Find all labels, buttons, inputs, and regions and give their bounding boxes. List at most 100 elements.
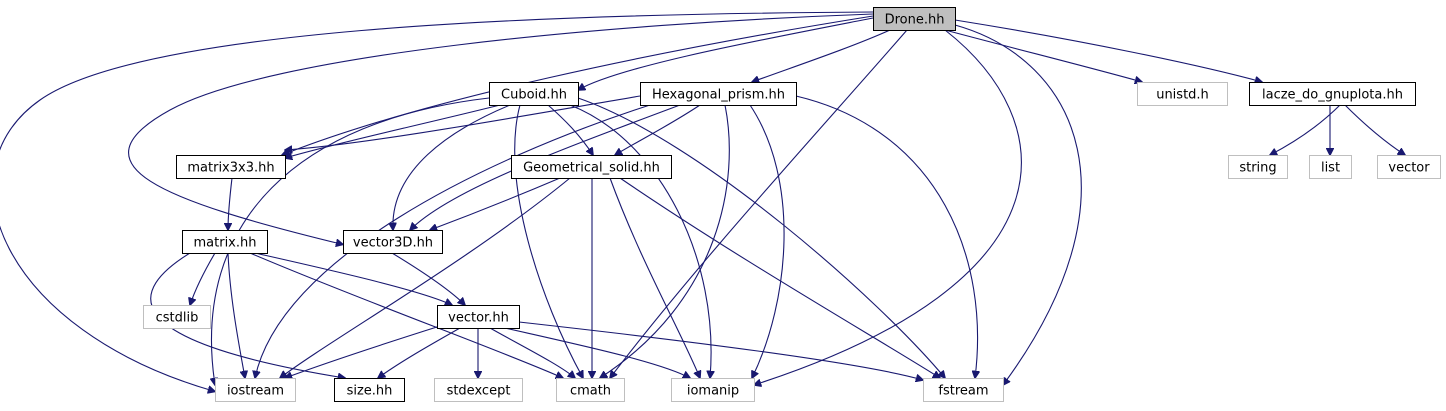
- edge-geomsolid-to-vector3d: [430, 177, 561, 230]
- node-box: [873, 7, 956, 31]
- node-list: list: [1309, 155, 1352, 179]
- node-fstream: fstream: [923, 378, 1004, 402]
- edge-cuboid-to-geomsolid: [547, 104, 593, 155]
- node-string: string: [1228, 155, 1288, 179]
- node-label: list: [1321, 161, 1340, 176]
- node-label: iostream: [227, 384, 284, 399]
- edge-lacze-to-vectorstd: [1344, 104, 1405, 155]
- edge-hexprism-to-iomanip: [749, 104, 785, 378]
- node-label: size.hh: [347, 384, 393, 399]
- node-unistd: unistd.h: [1137, 82, 1228, 106]
- node-box: [215, 378, 296, 402]
- edge-cuboid-to-iostream: [211, 97, 490, 385]
- edge-vectorhh-to-fstream: [518, 321, 923, 380]
- node-lacze[interactable]: lacze_do_gnuplota.hh: [1249, 82, 1416, 106]
- node-vector3d[interactable]: vector3D.hh: [343, 230, 443, 254]
- edge-vectorhh-to-sizehh: [378, 327, 461, 378]
- node-label: Drone.hh: [885, 13, 945, 28]
- node-label: string: [1239, 161, 1276, 176]
- node-vectorstd: vector: [1377, 155, 1441, 179]
- node-label: fstream: [938, 384, 988, 399]
- node-box: [343, 230, 443, 254]
- node-cmath: cmath: [556, 378, 625, 402]
- edge-matrix-to-vectorhh: [254, 252, 452, 305]
- node-geomsolid[interactable]: Geometrical_solid.hh: [511, 155, 672, 179]
- node-box: [1137, 82, 1228, 106]
- node-box: [556, 378, 625, 402]
- node-label: Hexagonal_prism.hh: [652, 88, 785, 103]
- node-cuboid[interactable]: Cuboid.hh: [489, 82, 579, 106]
- edge-hexprism-to-fstream: [795, 95, 978, 378]
- node-box: [437, 305, 520, 329]
- edge-cuboid-to-iomanip: [569, 104, 711, 378]
- edge-matrix-to-iostream: [227, 252, 245, 378]
- edge-hexprism-to-iostream: [255, 104, 651, 378]
- edge-matrix-to-cmath: [249, 252, 563, 378]
- node-label: vector.hh: [448, 311, 509, 326]
- edge-geomsolid-to-iostream: [280, 177, 571, 378]
- node-box: [176, 155, 286, 179]
- edge-vector3d-to-vectorhh: [391, 252, 465, 305]
- node-box: [511, 155, 672, 179]
- node-vectorhh[interactable]: vector.hh: [437, 305, 520, 329]
- node-box: [489, 82, 579, 106]
- node-label: matrix.hh: [194, 236, 257, 251]
- node-label: stdexcept: [447, 384, 511, 399]
- edge-drone-to-matrix3x3: [282, 15, 874, 155]
- edge-cuboid-to-fstream: [577, 97, 945, 378]
- node-box: [1249, 82, 1416, 106]
- node-box: [143, 305, 211, 329]
- edge-cuboid-to-cmath: [514, 104, 583, 378]
- node-box: [1377, 155, 1441, 179]
- edge-drone-to-fstream: [954, 24, 1082, 385]
- node-label: cstdlib: [156, 311, 199, 326]
- node-matrix3x3[interactable]: matrix3x3.hh: [176, 155, 286, 179]
- node-cstdlib: cstdlib: [143, 305, 211, 329]
- node-label: iomanip: [687, 384, 739, 399]
- edge-hexprism-to-matrix3x3: [285, 95, 641, 150]
- edge-matrix3x3-to-matrix: [228, 177, 233, 230]
- node-hexprism[interactable]: Hexagonal_prism.hh: [640, 82, 797, 106]
- edge-vectorhh-to-iostream: [285, 325, 441, 378]
- edges-layer: [0, 11, 1405, 392]
- node-label: cmath: [570, 384, 611, 399]
- node-label: lacze_do_gnuplota.hh: [1262, 88, 1403, 103]
- node-box: [640, 82, 797, 106]
- node-label: vector3D.hh: [353, 236, 433, 251]
- node-label: Cuboid.hh: [501, 88, 567, 103]
- node-box: [434, 378, 523, 402]
- node-box: [334, 378, 405, 402]
- node-label: unistd.h: [1156, 88, 1209, 103]
- node-box: [1228, 155, 1288, 179]
- edge-matrix-to-cstdlib: [190, 252, 216, 305]
- edge-cuboid-to-matrix3x3: [285, 104, 501, 158]
- edge-hexprism-to-cmath: [600, 104, 730, 378]
- edge-vectorhh-to-cmath: [489, 327, 575, 378]
- edge-drone-to-lacze: [954, 19, 1262, 82]
- edge-drone-to-cmath: [610, 29, 908, 378]
- edge-drone-to-iostream: [0, 11, 874, 392]
- edge-lacze-to-string: [1270, 104, 1341, 155]
- node-label: vector: [1388, 161, 1430, 176]
- edge-cuboid-to-vector3d: [393, 104, 511, 230]
- node-matrix[interactable]: matrix.hh: [182, 230, 268, 254]
- node-box: [182, 230, 268, 254]
- node-label: matrix3x3.hh: [187, 161, 274, 176]
- node-iomanip: iomanip: [671, 378, 755, 402]
- edge-hexprism-to-geomsolid: [615, 104, 701, 155]
- edge-geomsolid-to-fstream: [619, 177, 940, 378]
- node-box: [671, 378, 755, 402]
- edge-drone-to-iomanip: [754, 29, 1022, 385]
- node-drone[interactable]: Drone.hh: [873, 7, 956, 31]
- edge-geomsolid-to-iomanip: [609, 177, 700, 378]
- node-box: [923, 378, 1004, 402]
- node-iostream: iostream: [215, 378, 296, 402]
- edge-drone-to-hexprism: [752, 29, 891, 82]
- node-stdexcept: stdexcept: [434, 378, 523, 402]
- node-sizehh[interactable]: size.hh: [334, 378, 405, 402]
- node-box: [1309, 155, 1352, 179]
- node-label: Geometrical_solid.hh: [523, 161, 660, 176]
- edge-vectorhh-to-iomanip: [504, 327, 690, 378]
